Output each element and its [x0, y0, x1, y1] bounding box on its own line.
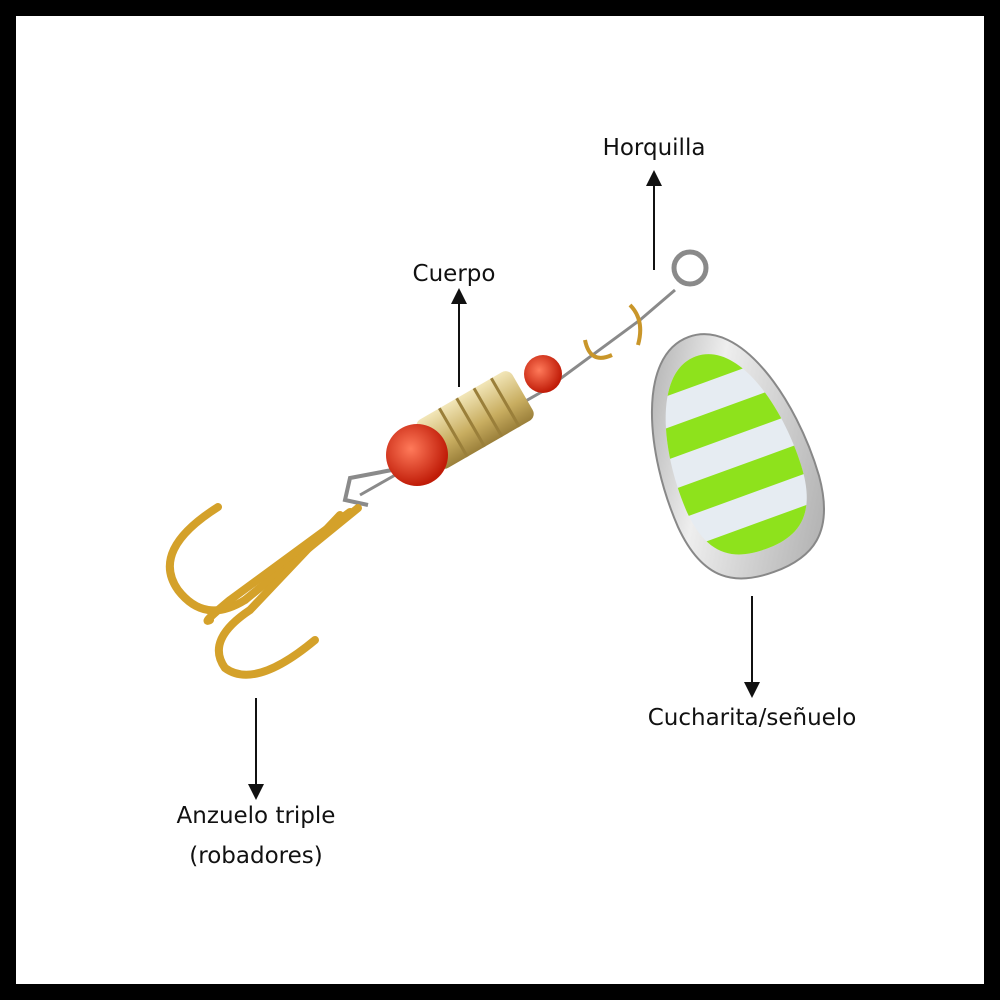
spinner-lure-illustration [165, 170, 825, 800]
treble-hook [165, 503, 362, 679]
snap-ring [671, 249, 709, 287]
label-anzuelo-line2: (robadores) [189, 843, 323, 869]
label-horquilla: Horquilla [602, 135, 706, 161]
label-cuerpo: Cuerpo [412, 261, 496, 287]
label-anzuelo-line1: Anzuelo triple [176, 803, 336, 829]
small-red-bead [524, 355, 562, 393]
diagram-canvas: Horquilla Cuerpo Cucharita/señuelo Anzue… [16, 16, 984, 984]
blade [637, 321, 825, 580]
clevis [583, 303, 643, 360]
hook-eye-wire [342, 468, 393, 507]
label-cucharita: Cucharita/señuelo [647, 705, 857, 731]
large-red-bead [386, 424, 448, 486]
